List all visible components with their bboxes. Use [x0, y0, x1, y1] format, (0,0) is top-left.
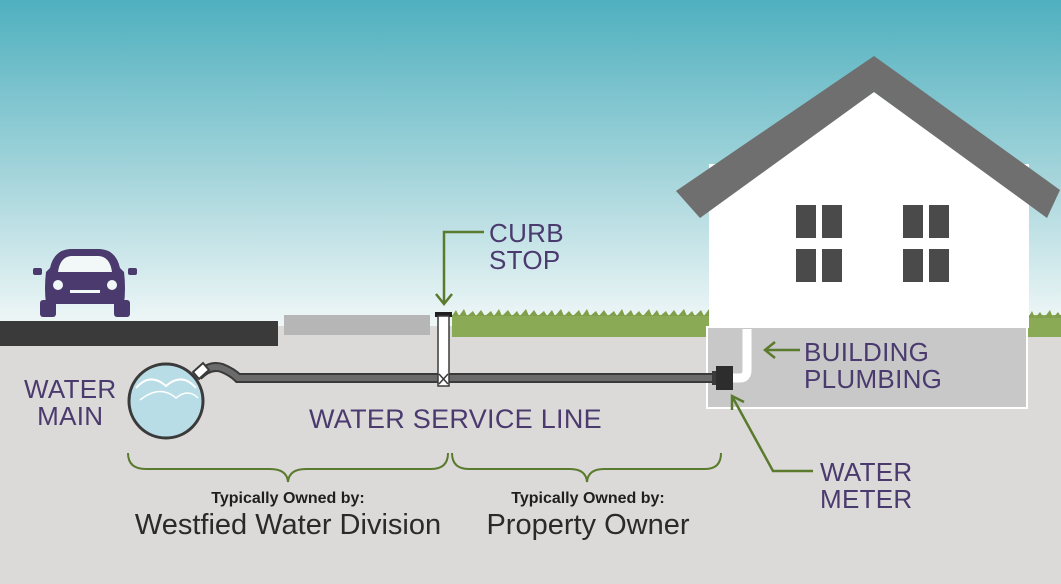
water-main-label-line2: MAIN [37, 401, 104, 431]
road [0, 321, 278, 346]
house-gable [709, 92, 1030, 205]
building-plumbing-label: BUILDING PLUMBING [804, 339, 942, 393]
water-main-icon [127, 362, 205, 440]
water-service-line [191, 361, 712, 383]
house-basement [706, 326, 1028, 409]
house-roof [676, 56, 1060, 218]
leader-water-meter [730, 393, 813, 473]
curb-stop-label-line1: CURB [489, 218, 564, 248]
building-plumbing-label-line1: BUILDING [804, 337, 930, 367]
building-plumbing-label-line2: PLUMBING [804, 364, 943, 394]
water-meter-icon [712, 366, 733, 390]
ownership-heading-water-division: Typically Owned by: [211, 490, 365, 507]
water-main-label-line1: WATER [24, 374, 117, 404]
curb-stop-label: CURB STOP [489, 220, 564, 274]
ownership-owner-property-owner: Property Owner [486, 509, 690, 541]
water-main-label: WATER MAIN [24, 376, 117, 430]
leader-curb-stop [435, 230, 484, 307]
water-meter-label-line2: METER [820, 484, 913, 514]
house [676, 56, 1060, 409]
water-meter-label: WATER METER [820, 459, 913, 513]
window-right [903, 205, 949, 282]
sidewalk [284, 315, 430, 335]
ownership-owner-water-division: Westfied Water Division [134, 509, 442, 541]
water-service-line-label: WATER SERVICE LINE [309, 404, 602, 434]
ownership-heading-property-owner: Typically Owned by: [511, 490, 665, 507]
building-pipe [733, 329, 752, 383]
leader-building-plumbing [762, 341, 800, 359]
window-left [796, 205, 842, 282]
brace-property-owner [451, 452, 722, 483]
brace-water-division [127, 452, 449, 483]
car-icon [33, 249, 137, 317]
curb-stop-label-line2: STOP [489, 245, 561, 275]
curb-stop-valve [435, 312, 452, 387]
water-meter-label-line1: WATER [820, 457, 913, 487]
